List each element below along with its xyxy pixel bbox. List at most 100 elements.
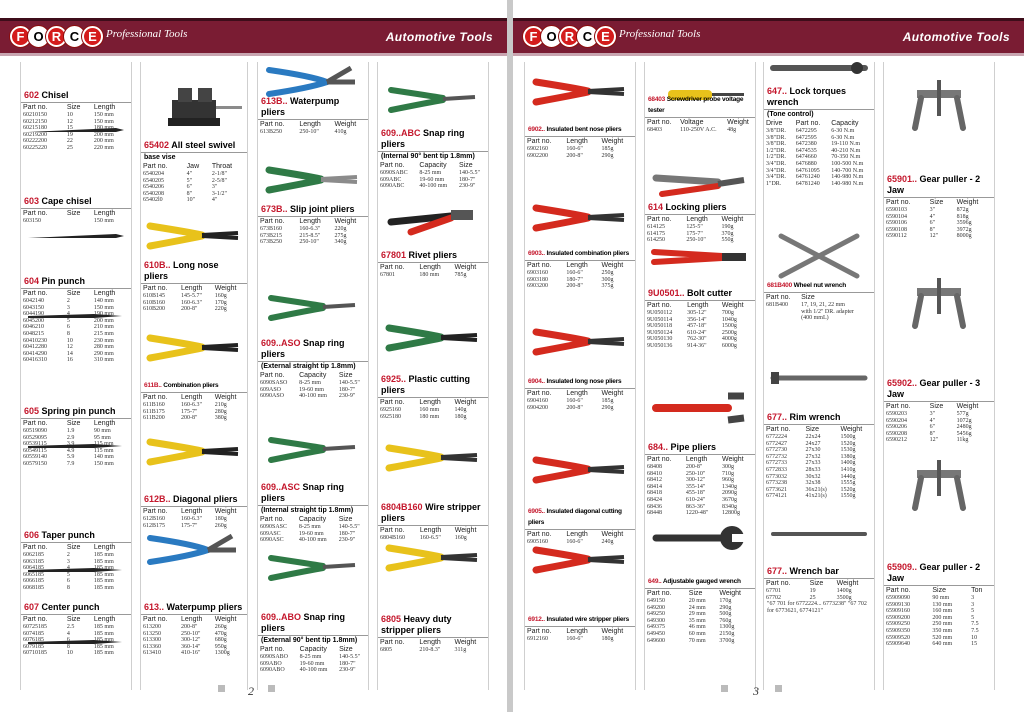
header-bar: F O R C E Professional Tools Automotive … [513, 18, 1024, 56]
product-title: 604 Pin punch [21, 276, 131, 289]
spec-cell: 680g [214, 637, 227, 644]
product-name-line2: base vise [144, 154, 176, 161]
product-code: 609..ABC [381, 128, 421, 138]
spec-cell: 6925160 [380, 407, 401, 413]
spec-cell: 6772833 [766, 466, 787, 473]
spec-cell: 250-10" [180, 630, 201, 637]
spec-cell: 2500g [721, 329, 737, 336]
product-code: 6804B160 [381, 502, 423, 512]
spec-cell: 6773032 [766, 473, 787, 480]
spec-cell: 19 [809, 588, 816, 594]
product-block: 609..ABC Snap ring pliers(Internal 90° b… [378, 128, 488, 190]
spec-cell: 185 mm [93, 571, 114, 578]
spec-cell: 40-100 mm [298, 537, 327, 544]
spec-header: Part no. [766, 426, 791, 433]
spec-cell: 3 [971, 601, 975, 608]
spec-cell: 60225220 [23, 144, 47, 151]
spec-cell: 140 mm [93, 454, 114, 461]
spec-header: Length [685, 456, 708, 463]
page-marker [268, 685, 275, 692]
product-name: Gear puller - 2 Jaw [887, 562, 981, 583]
spec-header: Throat [211, 163, 233, 170]
spec-cell: 210 mm [93, 324, 114, 331]
spec-header: Weight [601, 628, 624, 635]
spec-cell: 6590206 [886, 424, 907, 431]
spec-cell: 175-7" [686, 230, 703, 237]
spec-header: Part no. [886, 403, 911, 410]
spec-header: Part no. [795, 120, 821, 127]
spec-cell: 27x32 [805, 453, 821, 460]
spec-cell: 6090ASC [260, 537, 284, 544]
spec-cell: 6090ABC [380, 183, 405, 190]
spec-row: (400 mmL) [764, 315, 874, 322]
product-name: Insulated wire stripper pliers [546, 616, 629, 623]
spec-cell: 190g [721, 224, 734, 230]
spec-cell: 25 [809, 594, 816, 601]
spec-header: Weight [601, 531, 624, 538]
spec-header: Length [566, 531, 588, 538]
spec-header [869, 293, 874, 302]
spec-cell: 3/8"DR. [766, 134, 786, 141]
product-code: 6904.. [528, 378, 545, 385]
spec-cell: 3670g [721, 496, 737, 503]
product-title: 613.. Waterpump pliers [141, 602, 247, 615]
spec-cell: 22x24 [805, 434, 821, 440]
spec-cell: 14 [66, 350, 73, 357]
spec-cell: 180-7" [338, 530, 356, 537]
spec-cell: 6090SABO [260, 654, 289, 660]
spec-cell: 4 [66, 630, 70, 637]
spec-cell: 649200 [647, 604, 665, 611]
product-code: 604 [24, 276, 40, 286]
spec-cell: 290g [719, 604, 732, 611]
spec-cell: 200-8" [566, 283, 583, 290]
spec-cell: 9U050112 [647, 310, 673, 316]
spec-cell: 60412280 [23, 344, 47, 351]
spec-cell: 818g [956, 213, 969, 220]
spec-cell: 6090SASO [260, 380, 288, 386]
spec-cell: 160g [214, 293, 227, 299]
spec-header: Weight [454, 639, 477, 646]
product-illustration [884, 276, 994, 332]
product-name: Locking pliers [665, 202, 727, 212]
spec-cell: 6540204 [143, 171, 164, 177]
product-name: Bolt cutter [687, 288, 733, 298]
logo-tagline: Professional Tools [619, 27, 701, 40]
spec-header: Part no. [23, 420, 48, 427]
product-name: Screwdriver probe voltage tester [648, 96, 744, 114]
spec-cell: 1400g [840, 460, 856, 467]
spec-cell: 7.9 [66, 460, 75, 467]
spec-cell: 230-9" [458, 183, 476, 190]
spec-cell: 611B175 [143, 408, 165, 415]
spec-cell: 185 mm [93, 558, 114, 565]
spec-cell: 60212150 [23, 118, 47, 125]
product-name: Wrench bar [789, 566, 839, 576]
spec-cell: 612B175 [143, 522, 166, 529]
product-code: 65901.. [887, 174, 918, 184]
spec-cell: 3 [971, 595, 975, 601]
spec-header: Part no. [647, 216, 672, 223]
spec-cell: 180-7" [566, 276, 583, 283]
